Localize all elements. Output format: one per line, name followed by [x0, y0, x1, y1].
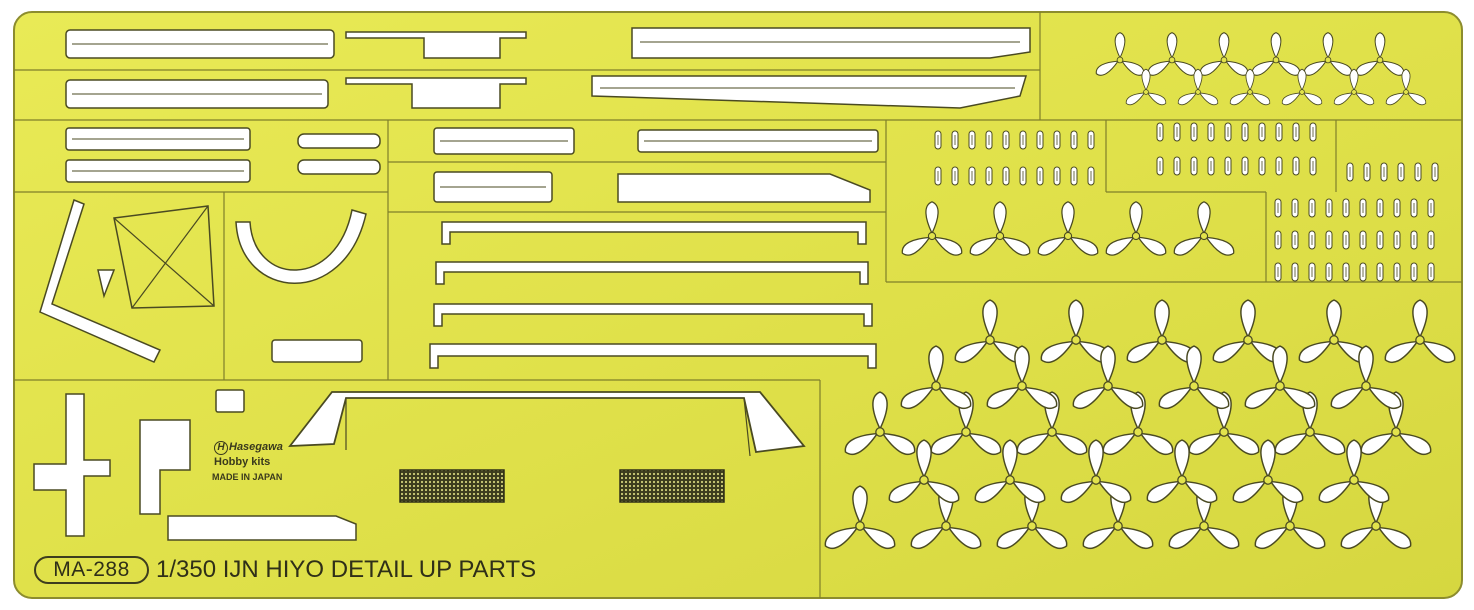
- ladder-rung-icon: [1274, 230, 1282, 250]
- ladder-rung-icon: [1410, 262, 1418, 282]
- ladder-rung-icon: [1275, 122, 1283, 142]
- ladder-rung-icon: [1002, 130, 1010, 150]
- ladder-rung-icon: [1380, 162, 1388, 182]
- ladder-rung-icon: [1393, 230, 1401, 250]
- ladder-rung-icon: [985, 166, 993, 186]
- ladder-rung-icon: [1325, 262, 1333, 282]
- ladder-rung-icon: [1207, 122, 1215, 142]
- product-title: 1/350 IJN HIYO DETAIL UP PARTS: [156, 556, 537, 583]
- ladder-rung-icon: [1087, 130, 1095, 150]
- ladder-rung-icon: [951, 130, 959, 150]
- ladder-rung-icon: [1275, 156, 1283, 176]
- ladder-rung-icon: [1292, 122, 1300, 142]
- ladder-rung-icon: [1308, 198, 1316, 218]
- mesh-grate-left: [399, 469, 505, 503]
- ladder-rung-icon: [1087, 166, 1095, 186]
- ladder-rung-icon: [1410, 198, 1418, 218]
- ladder-rung-icon: [1393, 262, 1401, 282]
- ladder-rung-icon: [934, 166, 942, 186]
- ladder-rung-icon: [1427, 230, 1435, 250]
- ladder-rung-icon: [1173, 156, 1181, 176]
- mesh-grate-right: [619, 469, 725, 503]
- ladder-rung-icon: [1070, 166, 1078, 186]
- ladder-rung-icon: [1019, 130, 1027, 150]
- maker-brand: Hasegawa: [229, 441, 283, 453]
- ladder-rung-icon: [1053, 166, 1061, 186]
- ladder-rung-icon: [985, 130, 993, 150]
- ladder-rung-icon: [1190, 122, 1198, 142]
- ladder-rung-icon: [951, 166, 959, 186]
- ladder-rung-icon: [1036, 130, 1044, 150]
- ladder-rung-icon: [1156, 122, 1164, 142]
- ladder-rung-icon: [1342, 230, 1350, 250]
- ladder-rung-icon: [1376, 262, 1384, 282]
- ladder-rung-icon: [1291, 198, 1299, 218]
- ladder-rung-icon: [1053, 130, 1061, 150]
- ladder-rung-icon: [1070, 130, 1078, 150]
- ladder-rung-icon: [1274, 262, 1282, 282]
- ladder-rung-icon: [1359, 230, 1367, 250]
- ladder-rung-icon: [1309, 156, 1317, 176]
- ladder-rung-icon: [1308, 230, 1316, 250]
- ladder-rung-icon: [1414, 162, 1422, 182]
- ladder-rung-icon: [1274, 198, 1282, 218]
- ladder-rung-icon: [1427, 198, 1435, 218]
- ladder-rung-icon: [1359, 262, 1367, 282]
- ladder-rung-icon: [1156, 156, 1164, 176]
- ladder-rung-icon: [1308, 262, 1316, 282]
- ladder-rung-icon: [1291, 230, 1299, 250]
- ladder-rung-icon: [1342, 198, 1350, 218]
- ladder-rung-icon: [1036, 166, 1044, 186]
- ladder-rung-icon: [1019, 166, 1027, 186]
- ladder-rung-icon: [1359, 198, 1367, 218]
- ladder-rung-icon: [1224, 156, 1232, 176]
- ladder-rung-icon: [1291, 262, 1299, 282]
- ladder-rung-icon: [1258, 122, 1266, 142]
- ladder-rung-icon: [1376, 230, 1384, 250]
- product-code-badge: MA-288: [34, 556, 149, 584]
- ladder-rung-icon: [1292, 156, 1300, 176]
- ladder-rung-icon: [968, 166, 976, 186]
- ladder-rung-icon: [1258, 156, 1266, 176]
- ladder-rung-icon: [934, 130, 942, 150]
- ladder-rung-icon: [1325, 230, 1333, 250]
- ladder-rung-icon: [1207, 156, 1215, 176]
- made-in-label: MADE IN JAPAN: [212, 472, 283, 482]
- ladder-rung-icon: [1397, 162, 1405, 182]
- ladder-rung-icon: [1410, 230, 1418, 250]
- ladder-rung-icon: [1431, 162, 1439, 182]
- ladder-rung-icon: [1241, 122, 1249, 142]
- maker-line: Hobby kits: [214, 456, 271, 468]
- ladder-rung-icon: [968, 130, 976, 150]
- ladder-rung-icon: [1190, 156, 1198, 176]
- ladder-rung-icon: [1376, 198, 1384, 218]
- ladder-rung-icon: [1173, 122, 1181, 142]
- ladder-rung-icon: [1002, 166, 1010, 186]
- ladder-rung-icon: [1342, 262, 1350, 282]
- ladder-rung-icon: [1346, 162, 1354, 182]
- ladder-rung-icon: [1393, 198, 1401, 218]
- ladder-rung-icon: [1363, 162, 1371, 182]
- ladder-rung-icon: [1427, 262, 1435, 282]
- hasegawa-h-icon: H: [214, 441, 228, 455]
- ladder-rung-icon: [1309, 122, 1317, 142]
- ladder-rung-icon: [1325, 198, 1333, 218]
- ladder-rung-icon: [1224, 122, 1232, 142]
- ladder-rung-icon: [1241, 156, 1249, 176]
